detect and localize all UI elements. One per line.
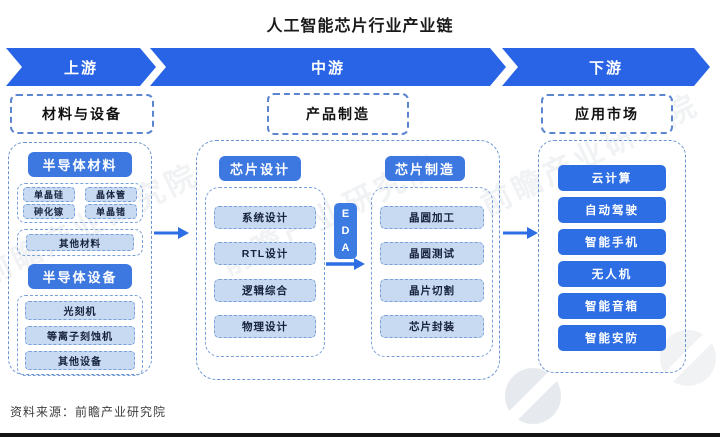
label-materials-equipment: 材料与设备: [10, 94, 154, 134]
watermark-logo: [505, 368, 561, 424]
flow-arrow-mid-to-down: [503, 226, 539, 245]
design-step: 物理设计: [214, 315, 316, 339]
material-item: 砷化镓: [23, 204, 75, 219]
semiconductor-materials-header: 半导体材料: [28, 152, 132, 177]
band-segment-downstream: 下游: [502, 48, 710, 86]
equipment-item: 光刻机: [25, 301, 135, 320]
chip-design-list: 系统设计 RTL设计 逻辑综合 物理设计: [205, 187, 325, 357]
flow-arrow-up-to-mid: [154, 226, 190, 245]
design-step: 系统设计: [214, 205, 316, 229]
eda-letter: A: [341, 241, 350, 254]
material-item: 其他材料: [26, 234, 134, 251]
chip-manufacture-list: 晶圆加工 晶圆测试 晶片切割 芯片封装: [371, 187, 493, 357]
equipment-item: 其他设备: [25, 351, 135, 370]
design-step: RTL设计: [214, 242, 316, 266]
label-product-manufacturing: 产品制造: [267, 93, 409, 135]
eda-letter: E: [341, 207, 350, 220]
material-item: 晶体管: [85, 187, 137, 202]
application-item: 自动驾驶: [558, 197, 666, 223]
application-item: 无人机: [558, 261, 666, 287]
midstream-container: 芯片设计 系统设计 RTL设计 逻辑综合 物理设计 E D A 芯片制造 晶圆加…: [196, 140, 500, 380]
manufacture-step: 晶圆加工: [380, 205, 484, 229]
source-note: 资料来源：前瞻产业研究院: [10, 405, 167, 419]
label-application-market: 应用市场: [541, 94, 673, 134]
manufacture-step: 晶圆测试: [380, 242, 484, 266]
chip-manufacture-header: 芯片制造: [385, 156, 465, 181]
equipment-item: 等离子刻蚀机: [25, 326, 135, 345]
chip-design-header: 芯片设计: [219, 156, 301, 181]
band-segment-upstream: 上游: [6, 48, 156, 86]
semiconductor-equipment-header: 半导体设备: [28, 264, 132, 289]
band-segment-midstream: 中游: [150, 48, 506, 86]
flow-arrow-design-to-mfg: [326, 257, 366, 276]
upstream-container: 半导体材料 单晶硅 晶体管 砷化镓 单晶锗 其他材料 半导体设备 光刻机 等离子…: [8, 142, 152, 376]
manufacture-step: 晶片切割: [380, 278, 484, 302]
application-item: 云计算: [558, 165, 666, 191]
material-item: 单晶锗: [85, 204, 137, 219]
equipment-list: 光刻机 等离子刻蚀机 其他设备: [17, 295, 143, 376]
application-item: 智能安防: [558, 325, 666, 351]
materials-grid: 单晶硅 晶体管 砷化镓 单晶锗: [17, 183, 143, 223]
manufacture-step: 芯片封装: [380, 315, 484, 339]
other-materials-wrap: 其他材料: [17, 229, 143, 256]
application-item: 智能手机: [558, 229, 666, 255]
page-title: 人工智能芯片行业产业链: [266, 18, 454, 35]
eda-box: E D A: [334, 203, 357, 259]
design-step: 逻辑综合: [214, 278, 316, 302]
application-item: 智能音箱: [558, 293, 666, 319]
eda-letter: D: [341, 224, 350, 237]
downstream-container: 云计算 自动驾驶 智能手机 无人机 智能音箱 智能安防: [538, 140, 686, 373]
material-item: 单晶硅: [23, 187, 75, 202]
